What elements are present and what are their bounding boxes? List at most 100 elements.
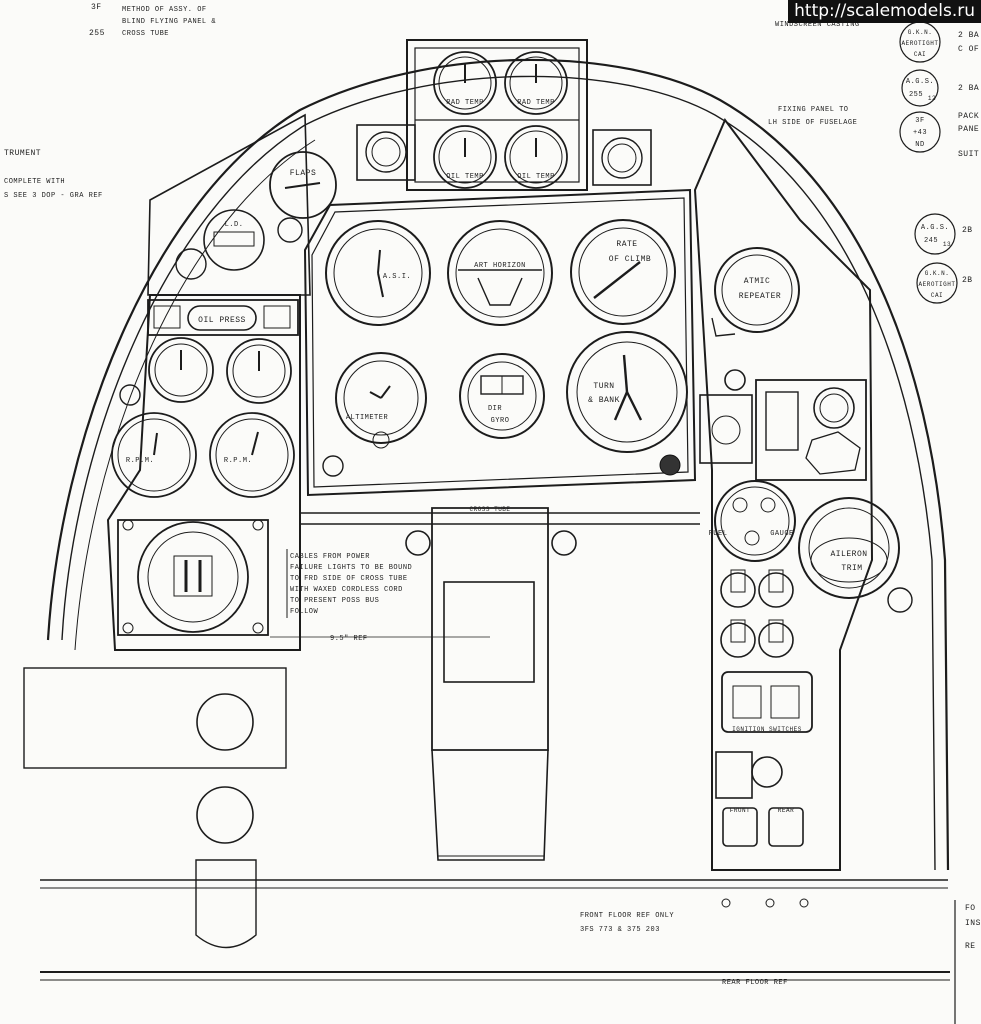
edge-cof: C OF [958,45,979,54]
rpm-gauge-1 [111,412,197,498]
small-lamp [119,384,141,406]
rad-temp-gauge-1 [433,51,497,115]
fuel-label-1: FUEL [709,530,728,538]
callout-ags-2 [914,213,956,255]
left-upper-panel [147,113,311,296]
callout-3f-l3: ND [915,141,924,149]
note-item: TRUMENT [4,149,41,158]
rad-temp-label-1: RAD TEMP [446,99,484,107]
turn-and-bank-indicator [566,331,688,453]
callout-ags-1-l3: 12 [928,95,936,102]
roc-label-1: RATE [616,240,637,249]
callout-ags-1-l1: A.G.S. [906,78,934,86]
callout-gkn-1-l3: CAI [914,51,926,58]
toggle-switch [720,619,756,658]
callout-gkn-2-l1: G.K.N. [925,270,950,277]
oil-temp-label-2: OIL TEMP [517,173,555,181]
temp-gauge-box [406,39,588,191]
edge-2b-2: 2B [962,276,973,285]
note-assy-3: CROSS TUBE [122,30,169,38]
callout-ags-2-l3: 13 [943,241,951,248]
oil-press-label: OIL PRESS [198,316,246,325]
callout-gkn-2 [916,262,958,304]
compass-bolts [122,519,264,634]
crosstube-label: CROSS TUBE [469,506,510,513]
note-complete-2: S SEE 3 DOP - GRA REF [4,192,103,200]
callout-gkn-1-l2: AEROTIGHT [902,40,939,47]
cross-tube [300,512,700,556]
note-cable-5: TO PRESENT POSS BUS [290,597,379,605]
callout-gkn-1-l1: G.K.N. [908,29,933,36]
starter-box [755,379,867,481]
callout-ags-2-l1: A.G.S. [921,224,949,232]
roc-label-2: OF CLIMB [609,255,651,264]
note-cable-3: TO FRD SIDE OF CROSS TUBE [290,575,408,583]
power-failure-lamp-right [659,454,681,476]
note-front-floor-1: FRONT FLOOR REF ONLY [580,912,674,920]
watermark: http://scalemodels.ru [788,0,981,23]
rate-of-climb-indicator [570,219,676,325]
callout-3f-l2: +43 [913,129,927,137]
starter-push-button [715,751,783,799]
note-complete-1: COMPLETE WITH [4,178,65,186]
turn-bank-label-2: & BANK [588,396,620,405]
left-square-fitting [356,124,416,181]
note-assy-1: METHOD OF ASSY. OF [122,6,207,14]
landing-lamp-indicator [203,209,265,271]
pedestal [431,507,549,861]
art-horizon-label: ART HORIZON [474,262,526,270]
ld-label: L.D. [225,221,244,229]
edge-fo: FO [965,904,976,913]
rpm-label-2: R.P.M. [224,457,252,465]
atmic-repeater [711,247,800,337]
edge-pane: PANE [958,125,979,134]
oil-temp-gauge-2 [504,125,568,189]
toggle-switch [720,569,756,608]
rad-temp-label-2: RAD TEMP [517,99,555,107]
atmic-label-2: REPEATER [739,292,781,301]
aileron-label-1: AILERON [830,550,867,559]
rad-temp-gauge-2 [504,51,568,115]
artificial-horizon [447,220,553,326]
blind-flying-panel [303,188,697,497]
flaps-label: FLAPS [290,169,317,178]
small-dial-left [175,248,207,280]
floor-bolts [721,898,809,908]
edge-re: RE [965,942,976,951]
front-label: FRONT [730,807,751,814]
dir-gyro-label-2: GYRO [491,417,510,425]
trim-knob [887,587,913,613]
note-ref-2: 255 [89,29,105,38]
ignition-label: IGNITION SWITCHES [732,726,802,733]
airspeed-indicator [325,220,431,326]
note-front-floor-2: 3FS 773 & 375 203 [580,926,660,934]
note-cable-2: FAILURE LIGHTS TO BE BOUND [290,564,412,572]
callout-ags-2-l2: 245 [924,237,938,245]
toggle-switch [758,619,794,658]
note-assy-2: BLIND FLYING PANEL & [122,18,216,26]
panel-outline [40,58,950,981]
front-rear-switches [722,807,804,847]
altimeter [335,352,427,449]
callout-3f [899,111,941,153]
toggle-switch [758,569,794,608]
atmic-label-1: ATMIC [744,277,771,286]
note-dimension: 9.5" REF [330,635,368,643]
callout-3f-l1: 3F [915,117,924,125]
note-fixing-1: FIXING PANEL TO [778,106,849,114]
edge-ins: INS [965,919,981,928]
dir-gyro-label-1: DIR [488,405,502,413]
callout-ags-1-l2: 255 [909,91,923,99]
rpm-gauge-2 [209,412,295,498]
edge-2ba-2: 2 BA [958,84,979,93]
edge-pack: PACK [958,112,979,121]
oil-pressure-box [147,299,299,336]
rpm-label-1: R.P.M. [126,457,154,465]
note-fixing-2: LH SIDE OF FUSELAGE [768,119,857,127]
oil-temp-gauge-1 [433,125,497,189]
boost-gauge-2 [226,338,292,404]
flaps-indicator [269,151,337,219]
callout-ags-1 [901,69,939,107]
fuel-label-2: GAUGE [770,530,794,538]
right-subpanel [693,118,874,871]
